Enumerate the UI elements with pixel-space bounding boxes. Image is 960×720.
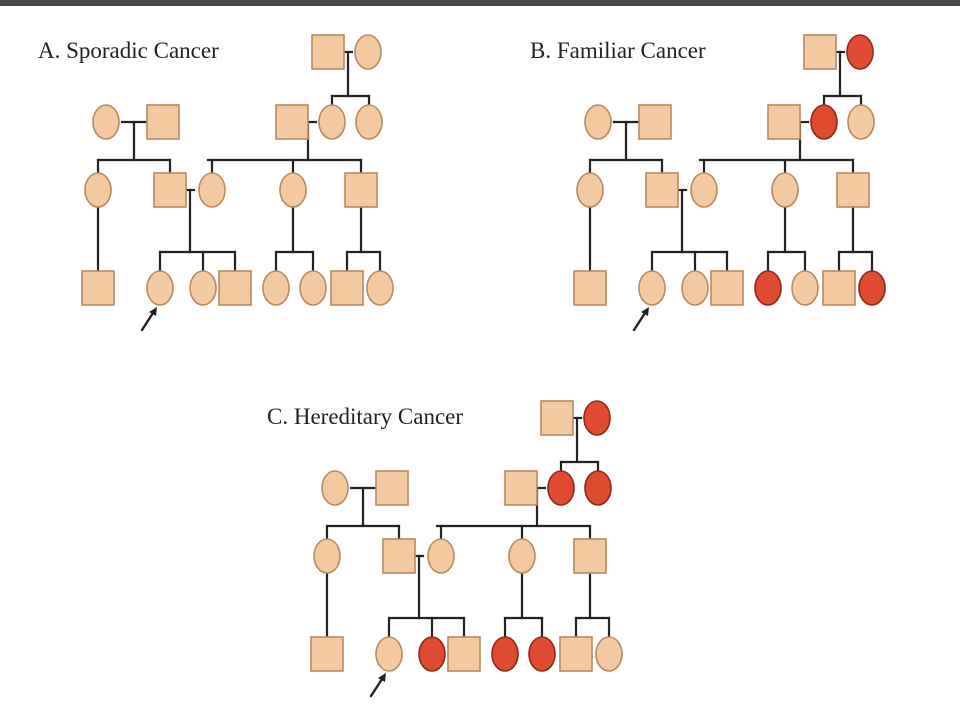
female-circle <box>595 636 623 672</box>
proband-arrow-head <box>378 673 386 682</box>
female-circle <box>318 104 346 140</box>
proband-arrow-shaft <box>140 311 155 332</box>
female-circle <box>84 172 112 208</box>
male-square <box>275 104 309 140</box>
female-circle <box>354 34 382 70</box>
male-square <box>710 270 744 306</box>
male-square <box>153 172 187 208</box>
male-square <box>310 636 344 672</box>
female-circle <box>427 538 455 574</box>
male-square <box>822 270 856 306</box>
female-circle-affected <box>528 636 556 672</box>
female-circle <box>299 270 327 306</box>
female-circle <box>198 172 226 208</box>
connector-lines <box>325 416 611 638</box>
female-circle-affected <box>491 636 519 672</box>
female-circle-affected <box>810 104 838 140</box>
female-circle <box>313 538 341 574</box>
connector-lines <box>96 50 382 272</box>
male-square <box>330 270 364 306</box>
male-square <box>375 470 409 506</box>
female-circle <box>771 172 799 208</box>
male-square <box>540 400 574 436</box>
pedigree-title: A. Sporadic Cancer <box>38 38 219 63</box>
proband-arrow-icon <box>369 673 386 698</box>
pedigree-title: C. Hereditary Cancer <box>267 404 463 429</box>
female-circle <box>681 270 709 306</box>
male-square <box>559 636 593 672</box>
male-square <box>836 172 870 208</box>
pedigree-hereditary: C. Hereditary Cancer <box>267 400 623 698</box>
female-circle-affected <box>858 270 886 306</box>
male-square <box>146 104 180 140</box>
male-square <box>504 470 538 506</box>
female-circle <box>92 104 120 140</box>
female-circle <box>847 104 875 140</box>
proband-arrow-head <box>149 307 157 316</box>
female-circle-affected <box>846 34 874 70</box>
proband-arrow-shaft <box>369 677 384 698</box>
male-square <box>81 270 115 306</box>
female-circle-affected <box>584 470 612 506</box>
female-circle <box>262 270 290 306</box>
female-circle <box>690 172 718 208</box>
male-square <box>382 538 416 574</box>
female-circle <box>576 172 604 208</box>
female-circle <box>321 470 349 506</box>
male-square <box>573 270 607 306</box>
female-circle <box>189 270 217 306</box>
female-circle <box>366 270 394 306</box>
female-circle <box>355 104 383 140</box>
male-square <box>344 172 378 208</box>
connector-lines <box>588 50 874 272</box>
proband-arrow-head <box>641 307 649 316</box>
male-square <box>803 34 837 70</box>
proband-arrow-icon <box>632 307 649 332</box>
female-circle <box>146 270 174 306</box>
female-circle <box>375 636 403 672</box>
male-square <box>447 636 481 672</box>
female-circle <box>791 270 819 306</box>
proband-arrow-shaft <box>632 311 647 332</box>
pedigree-title: B. Familiar Cancer <box>530 38 706 63</box>
female-circle-affected <box>583 400 611 436</box>
female-circle <box>508 538 536 574</box>
female-circle <box>584 104 612 140</box>
male-square <box>311 34 345 70</box>
pedigree-familiar: B. Familiar Cancer <box>530 34 886 332</box>
female-circle <box>638 270 666 306</box>
female-circle <box>279 172 307 208</box>
male-square <box>573 538 607 574</box>
female-circle-affected <box>418 636 446 672</box>
top-border <box>0 0 960 6</box>
female-circle-affected <box>547 470 575 506</box>
pedigree-sporadic: A. Sporadic Cancer <box>38 34 394 332</box>
proband-arrow-icon <box>140 307 157 332</box>
male-square <box>767 104 801 140</box>
male-square <box>645 172 679 208</box>
male-square <box>638 104 672 140</box>
male-square <box>218 270 252 306</box>
female-circle-affected <box>754 270 782 306</box>
